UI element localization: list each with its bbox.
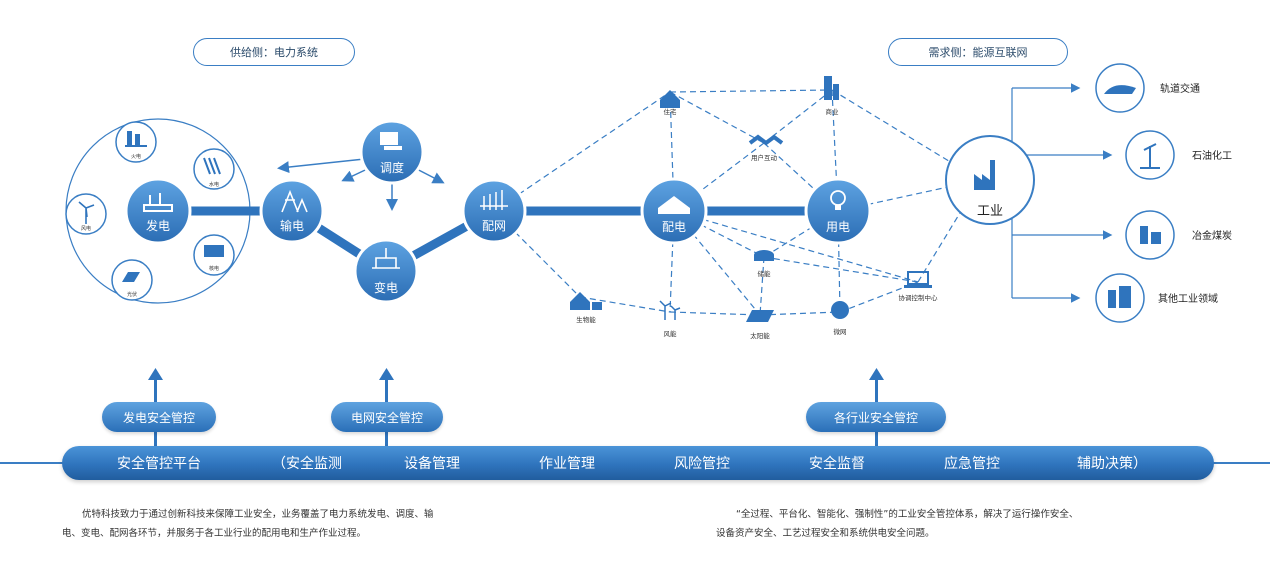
demand-nodes: 住宅 商业 用户互动 储能 生物能 风能 太阳能 微网 协调控制中心	[570, 76, 938, 340]
biomass-icon: 生物能	[570, 292, 602, 324]
distribution-net-label: 配网	[482, 219, 506, 233]
storage-icon: 储能	[754, 250, 774, 278]
up-arrows	[148, 368, 884, 448]
dispatch-node: 调度	[359, 119, 425, 185]
coordination-center-label: 协调控制中心	[899, 293, 939, 302]
power-gen-node: 发电	[124, 177, 192, 245]
description-left-line1: 优特科技致力于通过创新科技来保障工业安全，业务覆盖了电力系统发电、调度、输	[82, 509, 434, 520]
storage-label: 储能	[758, 269, 772, 278]
solar-power-label: 太阳能	[750, 331, 770, 340]
power-use-node: 用电	[804, 177, 872, 245]
industry-hub: 工业	[945, 135, 1035, 225]
commercial-icon: 商业	[824, 76, 839, 116]
other-industry-icon: 其他工业领域	[1095, 273, 1218, 323]
solar-power-icon: 太阳能	[746, 310, 774, 340]
power-use-label: 用电	[826, 220, 850, 234]
residential-label: 住宅	[664, 107, 678, 116]
transmission-node: 输电	[259, 178, 325, 244]
thermal-label: 火电	[131, 153, 141, 160]
demand-side-title: 需求侧：能源互联网	[888, 38, 1068, 66]
coordination-center-icon: 协调控制中心	[899, 271, 939, 302]
substation-node: 变电	[353, 238, 419, 304]
microgrid-label: 微网	[834, 327, 847, 336]
industry-hub-label: 工业	[977, 204, 1003, 219]
solar-pv-label: 光伏	[127, 291, 137, 298]
biomass-label: 生物能	[576, 315, 596, 324]
nuclear-icon: 核电	[193, 234, 235, 276]
platform-item-equipment[interactable]: 设备管理	[404, 456, 460, 472]
dispatch-label: 调度	[380, 160, 404, 175]
description-right: “全过程、平台化、智能化、强制性”的工业安全管控体系，解决了运行操作安全、 设备…	[716, 505, 1236, 543]
sector-rail-label: 轨道交通	[1160, 82, 1200, 95]
wind-label: 风电	[81, 225, 91, 232]
power-gen-label: 发电	[146, 218, 170, 233]
industry-safety-pill[interactable]: 各行业安全管控	[806, 402, 946, 432]
description-left-line2: 电、变电、配网各环节，并服务于各工业行业的配用电和生产作业过程。	[62, 528, 367, 539]
hydro-label: 水电	[209, 181, 219, 188]
user-interaction-icon: 用户互动	[748, 134, 784, 162]
description-left: 优特科技致力于通过创新科技来保障工业安全，业务覆盖了电力系统发电、调度、输 电、…	[62, 505, 582, 543]
platform-item-operations[interactable]: 作业管理	[539, 456, 595, 472]
rail-transit-icon: 轨道交通	[1095, 63, 1200, 113]
transmission-label: 输电	[280, 218, 304, 233]
platform-item-monitoring[interactable]: （安全监测	[272, 456, 342, 472]
solar-pv-icon: 光伏	[111, 259, 153, 301]
petrochemical-icon: 石油化工	[1125, 130, 1232, 180]
platform-item-supervision[interactable]: 安全监督	[809, 456, 865, 472]
grid-safety-pill[interactable]: 电网安全管控	[331, 402, 443, 432]
wind-power-label: 风能	[664, 329, 678, 338]
sector-other-label: 其他工业领域	[1158, 292, 1218, 305]
description-right-line1: “全过程、平台化、智能化、强制性”的工业安全管控体系，解决了运行操作安全、	[736, 509, 1079, 520]
nuclear-label: 核电	[209, 265, 219, 272]
sector-petro-label: 石油化工	[1192, 149, 1232, 162]
safety-platform-bar: 安全管控平台 （安全监测 设备管理 作业管理 风险管控 安全监督 应急管控 辅助…	[62, 446, 1214, 480]
microgrid-icon: 微网	[831, 301, 849, 336]
industry-sectors: 轨道交通 石油化工 冶金煤炭 其他工业领域	[1095, 63, 1232, 323]
commercial-label: 商业	[826, 107, 840, 116]
generation-sources: 火电 水电 核电 光伏 风电	[65, 121, 235, 301]
wind-power-icon: 风能	[659, 300, 681, 338]
thermal-icon: 火电	[115, 121, 157, 163]
platform-item-decision[interactable]: 辅助决策）	[1077, 456, 1147, 472]
substation-label: 变电	[374, 280, 398, 295]
metallurgy-coal-icon: 冶金煤炭	[1125, 210, 1232, 260]
platform-item-emergency[interactable]: 应急管控	[944, 456, 1000, 472]
sector-metal-label: 冶金煤炭	[1192, 229, 1232, 242]
power-dist-node: 配电	[640, 177, 708, 245]
wind-icon: 风电	[65, 193, 107, 235]
power-dist-label: 配电	[662, 220, 686, 234]
description-right-line2: 设备资产安全、工艺过程安全和系统供电安全问题。	[716, 528, 935, 539]
supply-side-title: 供给侧：电力系统	[193, 38, 355, 66]
user-interaction-label: 用户互动	[751, 153, 778, 162]
generation-safety-pill[interactable]: 发电安全管控	[102, 402, 216, 432]
hydro-icon: 水电	[193, 148, 235, 190]
platform-title[interactable]: 安全管控平台	[117, 456, 201, 472]
residential-icon: 住宅	[660, 90, 680, 116]
platform-item-risk[interactable]: 风险管控	[674, 456, 730, 472]
distribution-net-node: 配网	[461, 178, 527, 244]
